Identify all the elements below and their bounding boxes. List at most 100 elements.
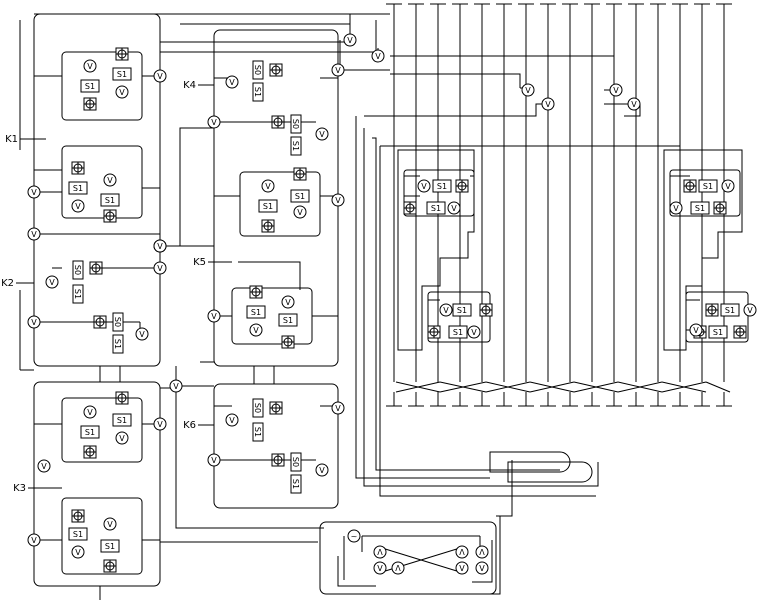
svg-text:V: V	[335, 66, 341, 75]
xor-gate	[269, 401, 283, 415]
svg-text:V: V	[157, 420, 163, 429]
svg-text:S1: S1	[291, 479, 300, 489]
or-gate: V	[455, 561, 469, 575]
block-label-k3: K3	[13, 483, 26, 494]
svg-text:V: V	[31, 188, 37, 197]
svg-text:V: V	[459, 564, 465, 573]
svg-text:V: V	[347, 36, 353, 45]
svg-text:S0: S0	[253, 403, 262, 413]
bus-line	[430, 3, 446, 407]
svg-text:V: V	[673, 204, 679, 213]
svg-text:V: V	[443, 306, 449, 315]
and-gate: Λ	[475, 545, 489, 559]
svg-text:V: V	[421, 182, 427, 191]
s1-register: S1	[290, 474, 302, 494]
xor-gate	[71, 509, 85, 523]
or-gate: V	[293, 205, 307, 219]
svg-text:V: V	[119, 88, 125, 97]
svg-text:S1: S1	[431, 204, 441, 213]
xor-gate	[93, 315, 107, 329]
svg-text:S1: S1	[73, 530, 83, 539]
xor-gate	[115, 391, 129, 405]
bus-line	[694, 3, 710, 407]
s1-register: S1	[452, 303, 472, 317]
bus-crossings	[395, 381, 731, 393]
clock-source: ~	[347, 529, 361, 543]
or-gate: V	[169, 379, 183, 393]
or-gate: V	[331, 401, 345, 415]
svg-text:S1: S1	[253, 427, 262, 437]
svg-text:S1: S1	[291, 141, 300, 151]
or-gate: V	[207, 309, 221, 323]
or-gate: V	[153, 261, 167, 275]
svg-text:V: V	[265, 182, 271, 191]
s1-register: S1	[80, 425, 100, 439]
svg-text:V: V	[229, 78, 235, 87]
or-gate: V	[83, 405, 97, 419]
s1-register: S1	[100, 539, 120, 553]
xor-gate	[455, 179, 469, 193]
or-gate: V	[467, 325, 481, 339]
s1-register: S1	[278, 313, 298, 327]
or-gate: V	[521, 83, 535, 97]
svg-text:V: V	[229, 416, 235, 425]
xor-gate	[269, 63, 283, 77]
bus-line	[540, 3, 556, 407]
svg-text:S1: S1	[713, 328, 723, 337]
svg-text:S1: S1	[105, 196, 115, 205]
s0-register: S0	[72, 260, 84, 280]
bus-line	[562, 3, 578, 407]
gate-symbols: VS1S1VVVS1S1VVVVVS0S1VVS0VS1VS1S1VVVVS1S…	[27, 33, 757, 575]
s1-register: S1	[258, 199, 278, 213]
bus-line	[474, 3, 490, 407]
svg-text:V: V	[173, 382, 179, 391]
svg-text:S1: S1	[453, 328, 463, 337]
svg-text:V: V	[693, 326, 699, 335]
block-label-k6: K6	[183, 420, 196, 431]
svg-text:V: V	[107, 520, 113, 529]
or-gate: V	[71, 199, 85, 213]
svg-text:V: V	[451, 204, 457, 213]
or-gate: V	[447, 201, 461, 215]
svg-text:V: V	[631, 100, 637, 109]
svg-text:V: V	[479, 564, 485, 573]
svg-text:V: V	[31, 318, 37, 327]
bus-line	[386, 3, 402, 407]
svg-text:V: V	[31, 536, 37, 545]
xor-gate	[713, 201, 727, 215]
s1-register: S1	[252, 82, 264, 102]
block-label-k5: K5	[193, 257, 206, 268]
s1-register: S1	[252, 422, 264, 442]
or-gate: V	[27, 185, 41, 199]
svg-text:Λ: Λ	[459, 548, 465, 557]
xor-gate	[427, 325, 441, 339]
svg-text:V: V	[211, 312, 217, 321]
or-gate: V	[439, 303, 453, 317]
svg-text:S1: S1	[117, 70, 127, 79]
xor-gate	[281, 335, 295, 349]
s0-register: S0	[252, 398, 264, 418]
or-gate: V	[343, 33, 357, 47]
xor-gate	[115, 47, 129, 61]
svg-text:S1: S1	[437, 182, 447, 191]
svg-text:V: V	[375, 52, 381, 61]
or-gate: V	[475, 561, 489, 575]
svg-text:~: ~	[351, 532, 358, 541]
or-gate: V	[627, 97, 641, 111]
xor-gate	[271, 115, 285, 129]
bus-line	[452, 3, 468, 407]
svg-text:S1: S1	[283, 316, 293, 325]
s0-register: S0	[290, 114, 302, 134]
svg-text:V: V	[211, 456, 217, 465]
svg-text:V: V	[613, 86, 619, 95]
svg-text:S1: S1	[73, 184, 83, 193]
block-label-k2: K2	[1, 278, 14, 289]
xor-gate	[479, 303, 493, 317]
or-gate: V	[153, 417, 167, 431]
s1-register: S1	[68, 527, 88, 541]
svg-text:S1: S1	[73, 289, 82, 299]
bus-line	[518, 3, 534, 407]
s0-register: S0	[112, 312, 124, 332]
or-gate: V	[115, 85, 129, 99]
